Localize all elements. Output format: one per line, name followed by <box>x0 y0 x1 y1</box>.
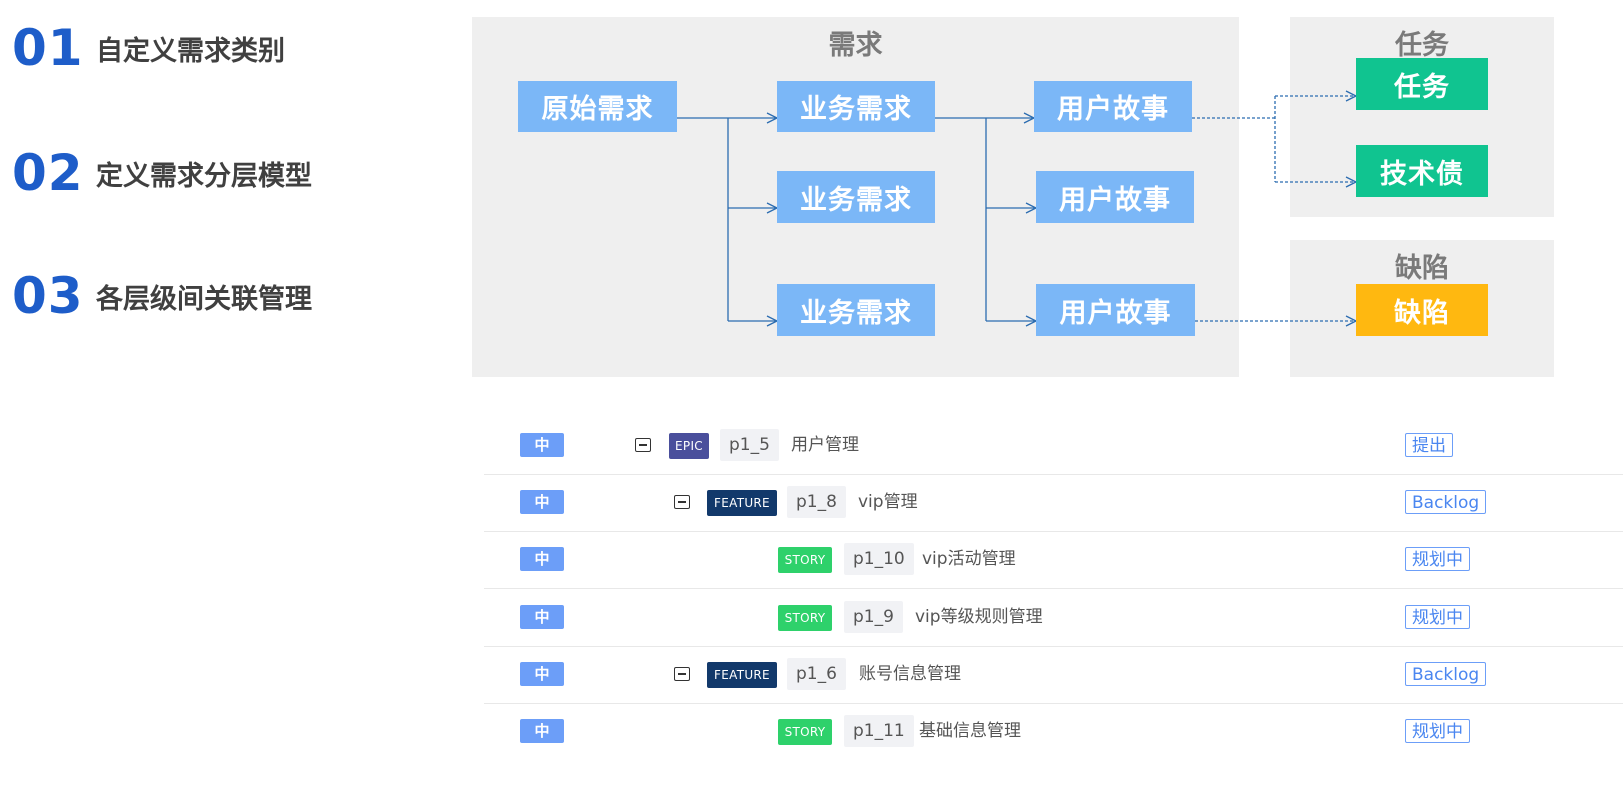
status-badge[interactable]: 规划中 <box>1405 605 1470 629</box>
business-demand-box-2: 业务需求 <box>777 171 935 223</box>
table-row[interactable]: 中 EPIC p1_5 用户管理 提出 <box>484 416 1623 475</box>
demand-panel-title: 需求 <box>828 30 883 61</box>
item-code: p1_9 <box>844 601 903 633</box>
item-title[interactable]: vip等级规则管理 <box>915 607 1043 627</box>
item-title[interactable]: 用户管理 <box>791 435 859 455</box>
type-tag: STORY <box>778 547 832 573</box>
collapse-icon[interactable] <box>674 667 690 681</box>
step-number: 03 <box>12 267 84 325</box>
task-box: 任务 <box>1356 58 1488 110</box>
tech-debt-box: 技术债 <box>1356 145 1488 197</box>
task-panel: 任务 <box>1290 17 1554 217</box>
step-3: 03 各层级间关联管理 <box>12 266 312 326</box>
step-label: 定义需求分层模型 <box>96 160 312 192</box>
table-row[interactable]: 中 FEATURE p1_8 vip管理 Backlog <box>484 473 1623 532</box>
item-code: p1_6 <box>787 658 846 690</box>
priority-badge: 中 <box>520 605 564 629</box>
item-code: p1_8 <box>787 486 846 518</box>
table-row[interactable]: 中 FEATURE p1_6 账号信息管理 Backlog <box>484 645 1623 704</box>
user-story-box-3: 用户故事 <box>1036 284 1195 336</box>
defect-box: 缺陷 <box>1356 284 1488 336</box>
type-tag: FEATURE <box>707 490 777 516</box>
task-panel-title: 任务 <box>1395 30 1449 61</box>
item-title[interactable]: 基础信息管理 <box>919 721 1021 741</box>
step-label: 各层级间关联管理 <box>96 283 312 315</box>
user-story-box-2: 用户故事 <box>1036 171 1194 223</box>
priority-badge: 中 <box>520 433 564 457</box>
item-code: p1_11 <box>844 715 914 747</box>
priority-badge: 中 <box>520 719 564 743</box>
status-badge[interactable]: 提出 <box>1405 433 1453 457</box>
table-row[interactable]: 中 STORY p1_9 vip等级规则管理 规划中 <box>484 588 1623 647</box>
table-row[interactable]: 中 STORY p1_11 基础信息管理 规划中 <box>484 702 1623 760</box>
defect-panel-title: 缺陷 <box>1395 253 1449 284</box>
item-title[interactable]: vip活动管理 <box>922 549 1016 569</box>
step-number: 01 <box>12 19 84 77</box>
step-label: 自定义需求类别 <box>96 35 285 67</box>
status-badge[interactable]: Backlog <box>1405 662 1487 686</box>
type-tag: FEATURE <box>707 662 777 688</box>
table-row[interactable]: 中 STORY p1_10 vip活动管理 规划中 <box>484 530 1623 589</box>
step-1: 01 自定义需求类别 <box>12 18 285 78</box>
step-number: 02 <box>12 144 84 202</box>
type-tag: STORY <box>778 605 832 631</box>
priority-badge: 中 <box>520 490 564 514</box>
type-tag: STORY <box>778 719 832 745</box>
item-title[interactable]: 账号信息管理 <box>859 664 961 684</box>
priority-badge: 中 <box>520 547 564 571</box>
status-badge[interactable]: Backlog <box>1405 490 1487 514</box>
collapse-icon[interactable] <box>674 495 690 509</box>
raw-demand-box: 原始需求 <box>518 81 677 132</box>
item-code: p1_5 <box>720 429 779 461</box>
user-story-box-1: 用户故事 <box>1034 81 1192 132</box>
business-demand-box-3: 业务需求 <box>777 284 935 336</box>
step-2: 02 定义需求分层模型 <box>12 143 312 203</box>
status-badge[interactable]: 规划中 <box>1405 719 1470 743</box>
priority-badge: 中 <box>520 662 564 686</box>
item-title[interactable]: vip管理 <box>858 492 918 512</box>
item-code: p1_10 <box>844 543 914 575</box>
collapse-icon[interactable] <box>635 438 651 452</box>
type-tag: EPIC <box>669 433 709 459</box>
business-demand-box-1: 业务需求 <box>777 81 935 132</box>
status-badge[interactable]: 规划中 <box>1405 547 1470 571</box>
